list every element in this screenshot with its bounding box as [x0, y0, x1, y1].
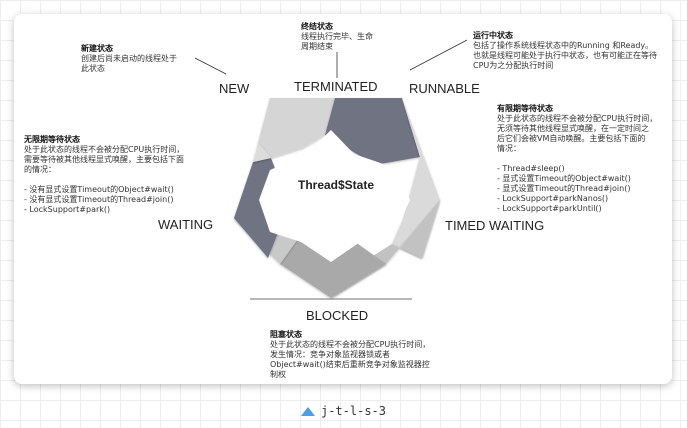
- description-line: 处于此状态的线程不会被分配CPU执行时间，: [497, 114, 658, 123]
- description-line: Object#wait()结束后重新竞争对象监视器控: [270, 360, 430, 369]
- description-line: - 显式设置Timeout的Thread#join(): [497, 184, 631, 193]
- description-title: 有限期等待状态: [497, 104, 553, 113]
- connector-new: [194, 57, 227, 75]
- center-label: Thread$State: [298, 178, 375, 192]
- description-line: 无须等待其他线程显式唤醒，在一定时间之: [497, 124, 649, 133]
- description-line: 发生情况：竞争对象监视器锁或者: [270, 350, 390, 359]
- footer: j-t-l-s-3: [0, 404, 687, 418]
- description-line: 周期结束: [301, 42, 333, 51]
- description-new: 新建状态创建后尚未启动的线程处于此状态: [81, 44, 177, 74]
- state-terminated: TERMINATED: [294, 79, 378, 94]
- connector-runnable: [409, 39, 468, 71]
- description-line: 创建后尚未启动的线程处于: [81, 54, 177, 63]
- description-line: 也就是线程可能处于执行中状态，也有可能正在等待: [473, 51, 657, 60]
- description-line: - Thread#sleep(): [497, 164, 565, 173]
- description-line: 制权: [270, 370, 286, 379]
- state-new: NEW: [219, 81, 250, 96]
- state-waiting: WAITING: [158, 217, 214, 232]
- triangle-icon: [300, 407, 315, 416]
- description-line: 后它们会被VM自动唤醒。主要包括下面的: [497, 134, 646, 143]
- description-line: - LockSupport#parkNanos(): [497, 194, 609, 203]
- segment-runnable: [325, 98, 420, 165]
- description-line: 处于此状态的线程不会被分配CPU执行时间，: [270, 340, 431, 349]
- state-blocked: BLOCKED: [306, 308, 369, 323]
- description-line: - LockSupport#park(): [24, 205, 111, 214]
- description-line: 线程执行完毕、生命: [301, 32, 373, 41]
- description-line: [24, 175, 184, 185]
- description-title: 终结状态: [301, 22, 333, 31]
- segment-new: [253, 98, 271, 162]
- description-blocked: 阻塞状态处于此状态的线程不会被分配CPU执行时间，发生情况：竞争对象监视器锁或者…: [270, 330, 430, 380]
- description-line: 的情况：: [24, 165, 56, 174]
- description-terminated: 终结状态线程执行完毕、生命周期结束: [301, 22, 373, 52]
- center-star: [259, 130, 410, 262]
- description-line: 需要等待被其他线程显式唤醒，主要包括下面: [24, 155, 184, 164]
- description-line: 包括了操作系统线程状态中的Running 和Ready。: [473, 41, 654, 50]
- description-runnable: 运行中状态包括了操作系统线程状态中的Running 和Ready。也就是线程可能…: [473, 31, 657, 71]
- description-line: 处于此状态的线程不会被分配CPU执行时间，: [24, 145, 185, 154]
- description-title: 新建状态: [81, 44, 113, 53]
- description-line: 此状态: [81, 64, 105, 73]
- description-line: - 没有显式设置Timeout的Thread#join(): [24, 195, 174, 204]
- description-line: 情况：: [497, 144, 521, 153]
- description-line: [497, 154, 657, 164]
- description-line: CPU为之分配执行时间: [473, 61, 554, 70]
- description-line: - 没有显式设置Timeout的Object#wait(): [24, 185, 174, 194]
- description-title: 阻塞状态: [270, 330, 302, 339]
- description-line: - 显式设置Timeout的Object#wait(): [497, 174, 631, 183]
- description-title: 运行中状态: [473, 31, 513, 40]
- state-timed-waiting: TIMED WAITING: [445, 218, 545, 233]
- description-line: - LockSupport#parkUntil(): [497, 204, 602, 213]
- footer-label: j-t-l-s-3: [320, 404, 387, 418]
- description-timed-waiting: 有限期等待状态处于此状态的线程不会被分配CPU执行时间，无须等待其他线程显式唤醒…: [497, 104, 657, 214]
- segment-terminated: [258, 98, 335, 158]
- description-title: 无限期等待状态: [24, 135, 80, 144]
- description-waiting: 无限期等待状态处于此状态的线程不会被分配CPU执行时间，需要等待被其他线程显式唤…: [24, 135, 184, 215]
- state-runnable: RUNNABLE: [409, 81, 480, 96]
